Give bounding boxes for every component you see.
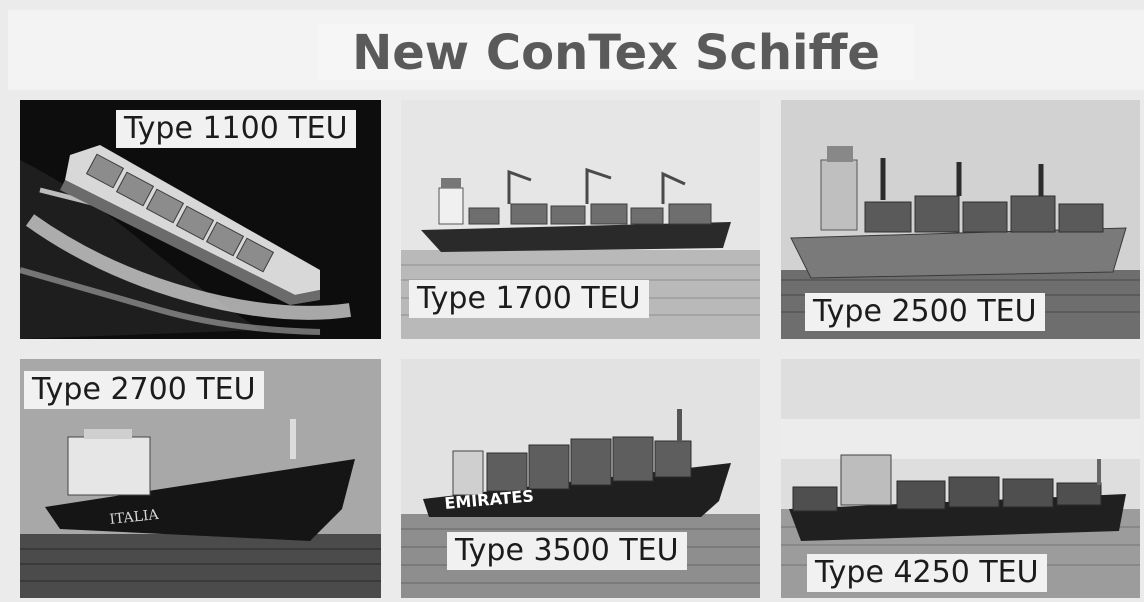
ship-tile-3500: EMIRATES Type 3500 TEU [401, 359, 760, 598]
ship-hull-text-italia: ITALIA [109, 507, 160, 528]
ship-label-1700: Type 1700 TEU [409, 280, 649, 318]
ship-label-2700: Type 2700 TEU [24, 371, 264, 409]
ship-tile-4250: Type 4250 TEU [781, 359, 1140, 598]
ship-label-4250: Type 4250 TEU [807, 554, 1047, 592]
ship-photo-2500 [781, 100, 1140, 339]
title-background [318, 24, 914, 80]
ship-photo-1700 [401, 100, 760, 339]
ship-tile-1100: Type 1100 TEU [20, 100, 381, 339]
ship-label-2500: Type 2500 TEU [805, 293, 1045, 331]
ship-tile-2700: ITALIA Type 2700 TEU [20, 359, 381, 598]
ship-tile-2500: Type 2500 TEU [781, 100, 1140, 339]
ship-photo-1100 [20, 100, 381, 339]
ship-label-1100: Type 1100 TEU [116, 110, 356, 148]
ship-tile-1700: Type 1700 TEU [401, 100, 760, 339]
page-title: New ConTex Schiffe [352, 25, 880, 81]
ship-label-3500: Type 3500 TEU [447, 532, 687, 570]
